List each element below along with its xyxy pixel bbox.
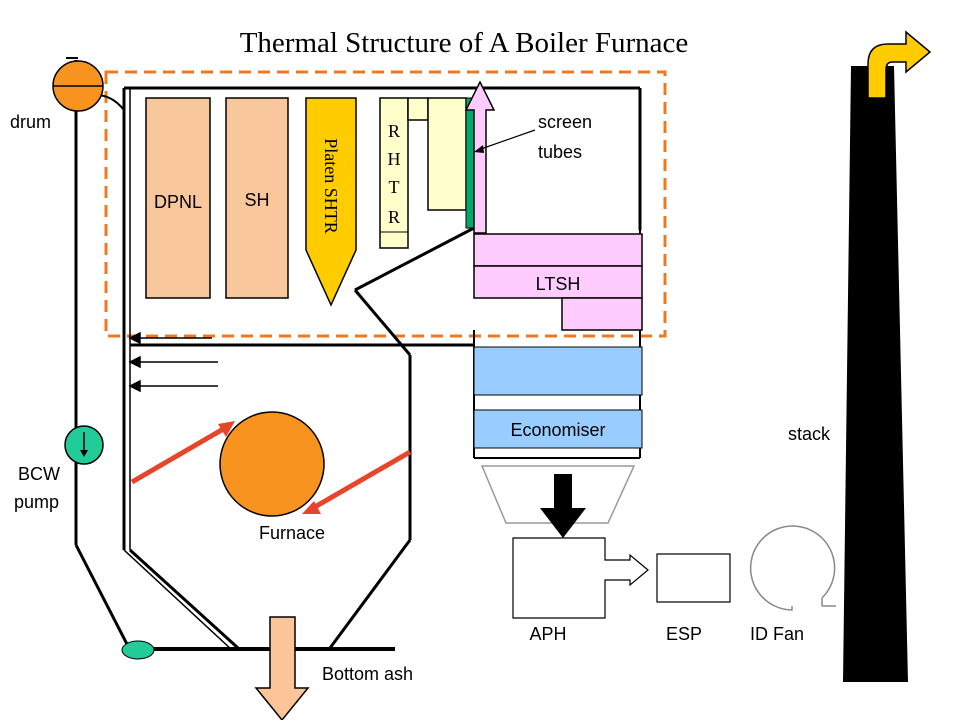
- aph-label: APH: [529, 624, 566, 644]
- ltsh-label: LTSH: [536, 274, 581, 294]
- sh-label: SH: [244, 190, 269, 210]
- wall-arrows: [128, 331, 218, 393]
- dpnl-panel: [145, 97, 211, 299]
- reheater-section-small: [407, 97, 429, 121]
- ltsh-mid: [473, 265, 643, 299]
- economiser-lower: [473, 409, 643, 449]
- esp-label: ESP: [666, 624, 702, 644]
- rhtr-letter-t: T: [389, 177, 400, 197]
- economiser-upper: [473, 346, 643, 396]
- bottom-ash-label: Bottom ash: [322, 664, 413, 684]
- dpnl-label: DPNL: [154, 192, 202, 212]
- furnace-walls: [122, 86, 642, 651]
- rhtr-letters: R H T R: [388, 121, 401, 227]
- stack-exhaust-arrow: [867, 30, 932, 99]
- screen-label-line2: tubes: [538, 142, 582, 162]
- burner-arrows: [130, 421, 412, 514]
- diagram-title: Thermal Structure of A Boiler Furnace: [240, 27, 689, 59]
- drum-assembly: [52, 57, 132, 651]
- ltsh-top: [473, 233, 643, 267]
- platen-label: Platen SHTR: [321, 138, 341, 234]
- stack: [843, 66, 908, 682]
- bcw-label-line1: BCW: [18, 464, 60, 484]
- aph-block: [512, 537, 649, 619]
- flow-down-arrow: [540, 474, 586, 538]
- drum-label: drum: [10, 112, 51, 132]
- reheater-section: [427, 97, 467, 211]
- rhtr-panel: [379, 97, 409, 249]
- rhtr-letter-h: H: [388, 149, 401, 169]
- stack-label: stack: [788, 424, 831, 444]
- economiser-label: Economiser: [510, 420, 605, 440]
- dashed-boundary: [104, 70, 667, 338]
- screen-up-arrow: [464, 80, 496, 234]
- bottom-header-icon: [121, 640, 155, 660]
- bcw-label-line2: pump: [14, 492, 59, 512]
- rhtr-letter-r1: R: [388, 121, 400, 141]
- furnace-flame-icon: [219, 411, 325, 517]
- screen-label-line1: screen: [538, 112, 592, 132]
- id-fan-icon: [749, 525, 836, 611]
- id-fan-label: ID Fan: [750, 624, 804, 644]
- rhtr-letter-r2: R: [388, 207, 400, 227]
- sh-panel: [225, 97, 289, 299]
- platen-shtr-panel: [305, 97, 357, 307]
- screen-tubes: [465, 97, 475, 229]
- furnace-label: Furnace: [259, 523, 325, 543]
- bottom-ash-arrow: [254, 616, 310, 720]
- ltsh-bottom: [561, 297, 643, 331]
- esp-block: [656, 553, 731, 603]
- bcw-pump: [64, 425, 104, 465]
